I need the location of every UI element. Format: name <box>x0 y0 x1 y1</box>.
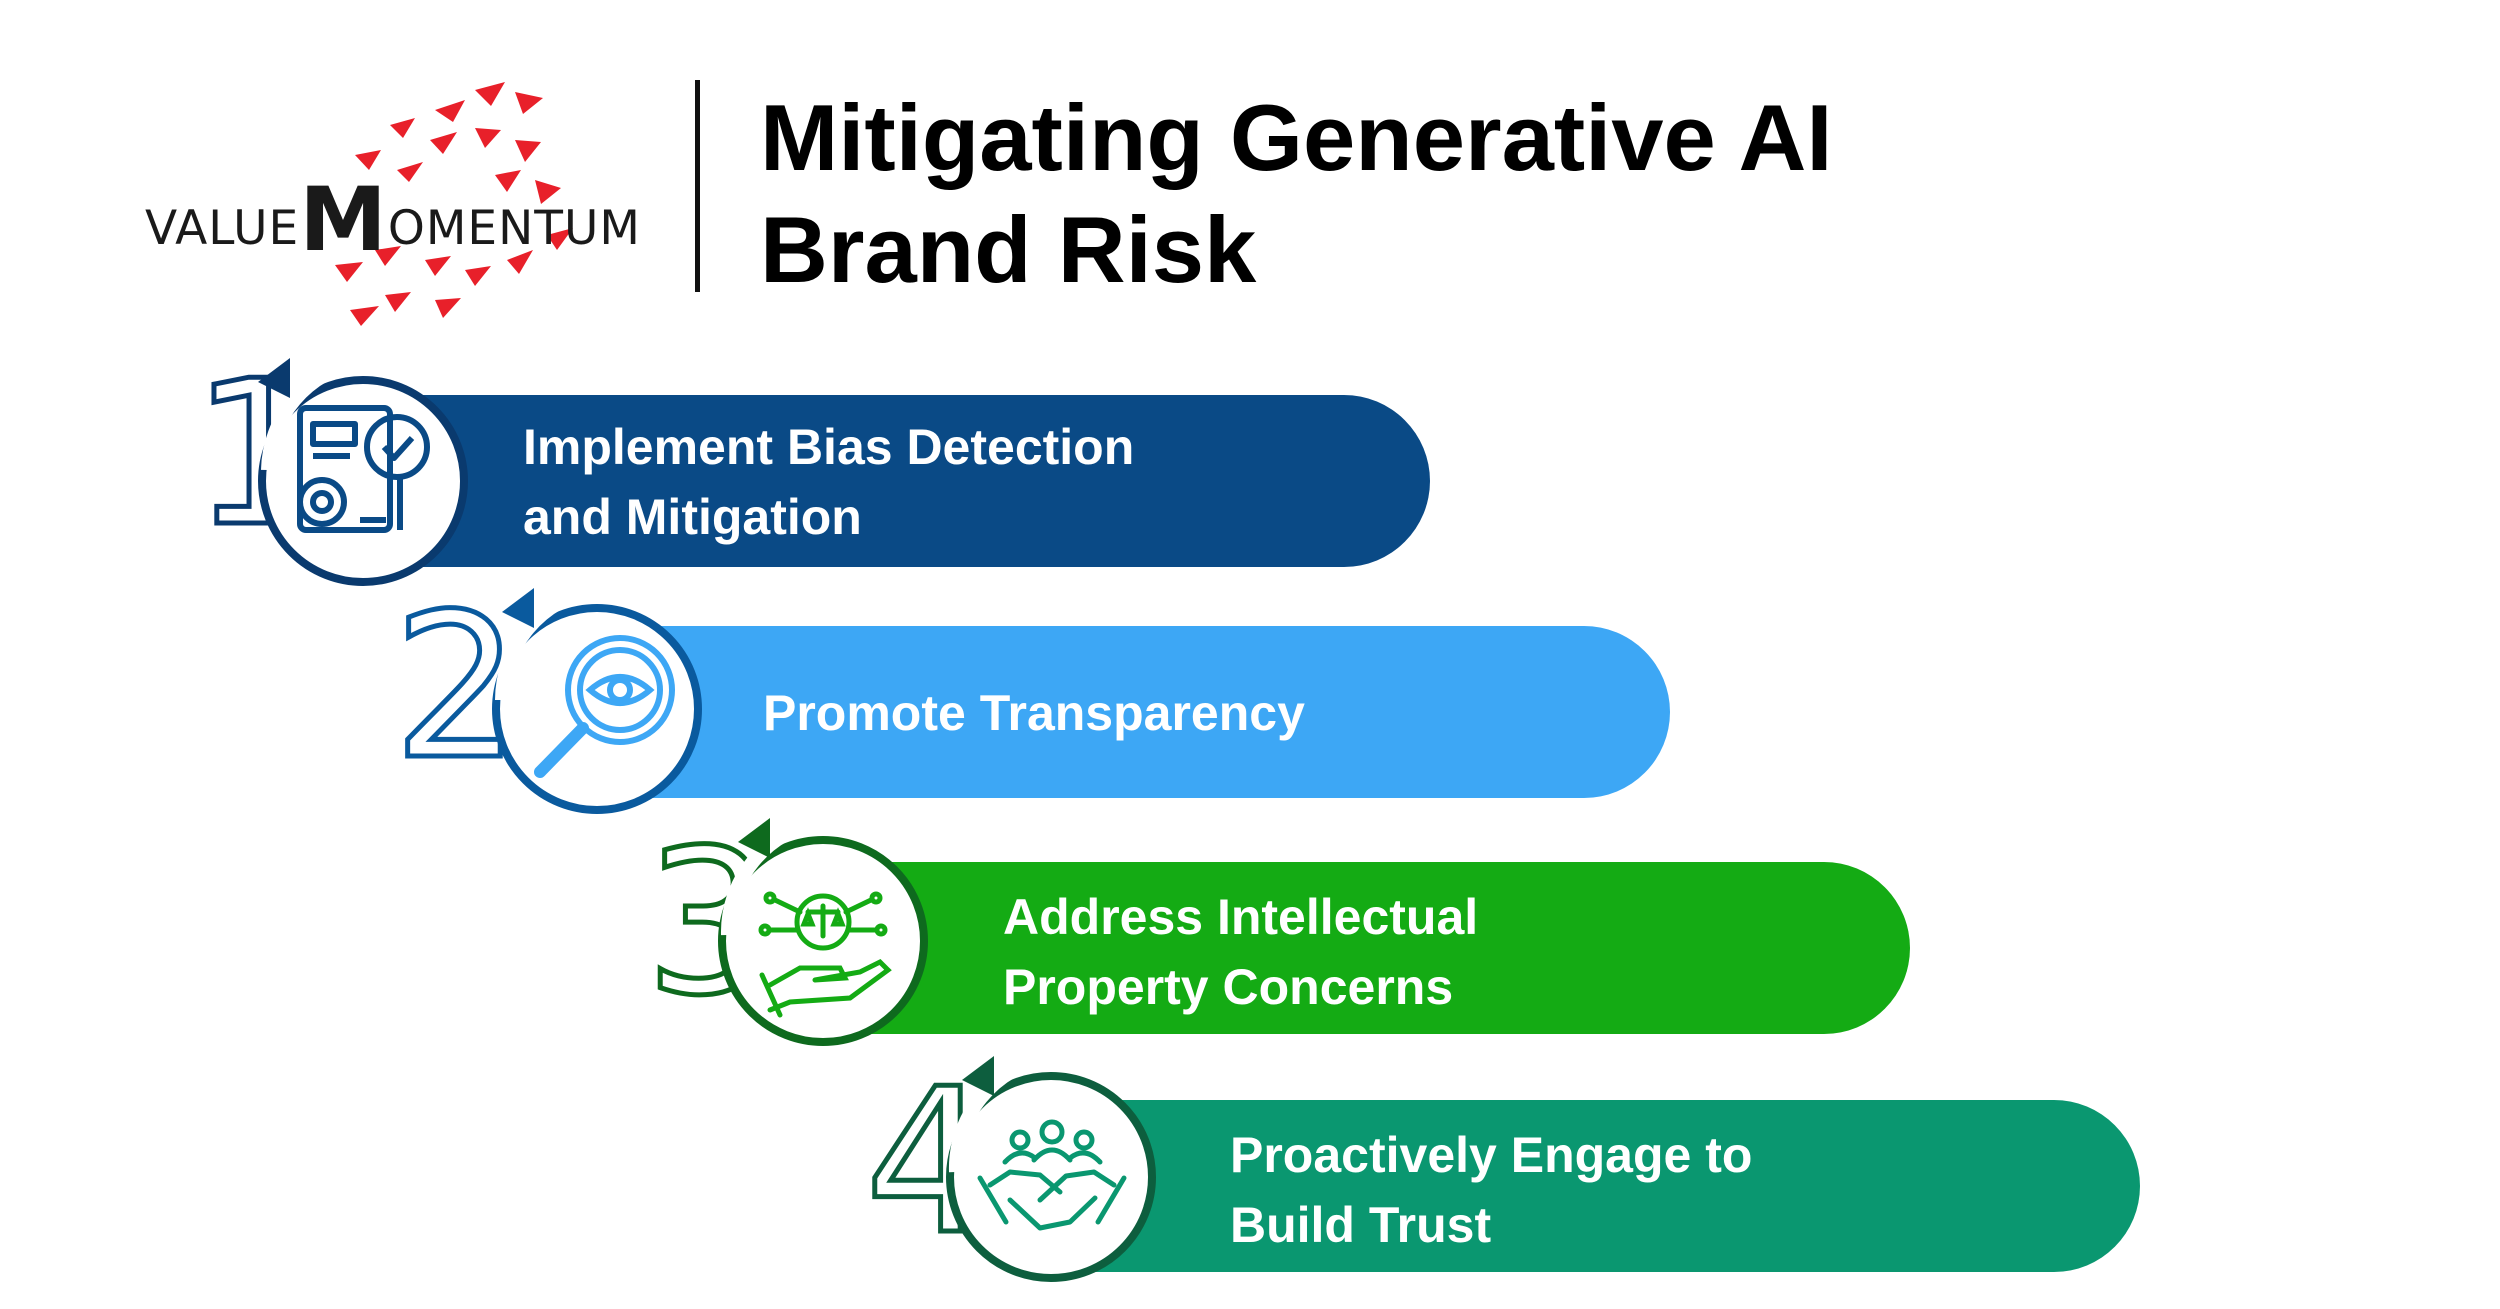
step-1-bar <box>350 395 1430 567</box>
step-3-bar <box>830 862 1910 1034</box>
company-logo: VALUEMOMENTUM <box>135 70 655 330</box>
page-title: Mitigating Generative AI Brand Risk <box>760 82 1832 306</box>
title-line-2: Brand Risk <box>760 197 1257 302</box>
logo-arrow-marks <box>335 82 573 326</box>
step-4-bar <box>1060 1100 2140 1272</box>
title-line-1: Mitigating Generative AI <box>760 85 1833 190</box>
logo-wordmark: VALUEMOMENTUM <box>145 168 641 271</box>
step-2-bar <box>590 626 1670 798</box>
step-2-label: Promote Transparency <box>763 685 1305 741</box>
header-divider <box>695 80 700 292</box>
